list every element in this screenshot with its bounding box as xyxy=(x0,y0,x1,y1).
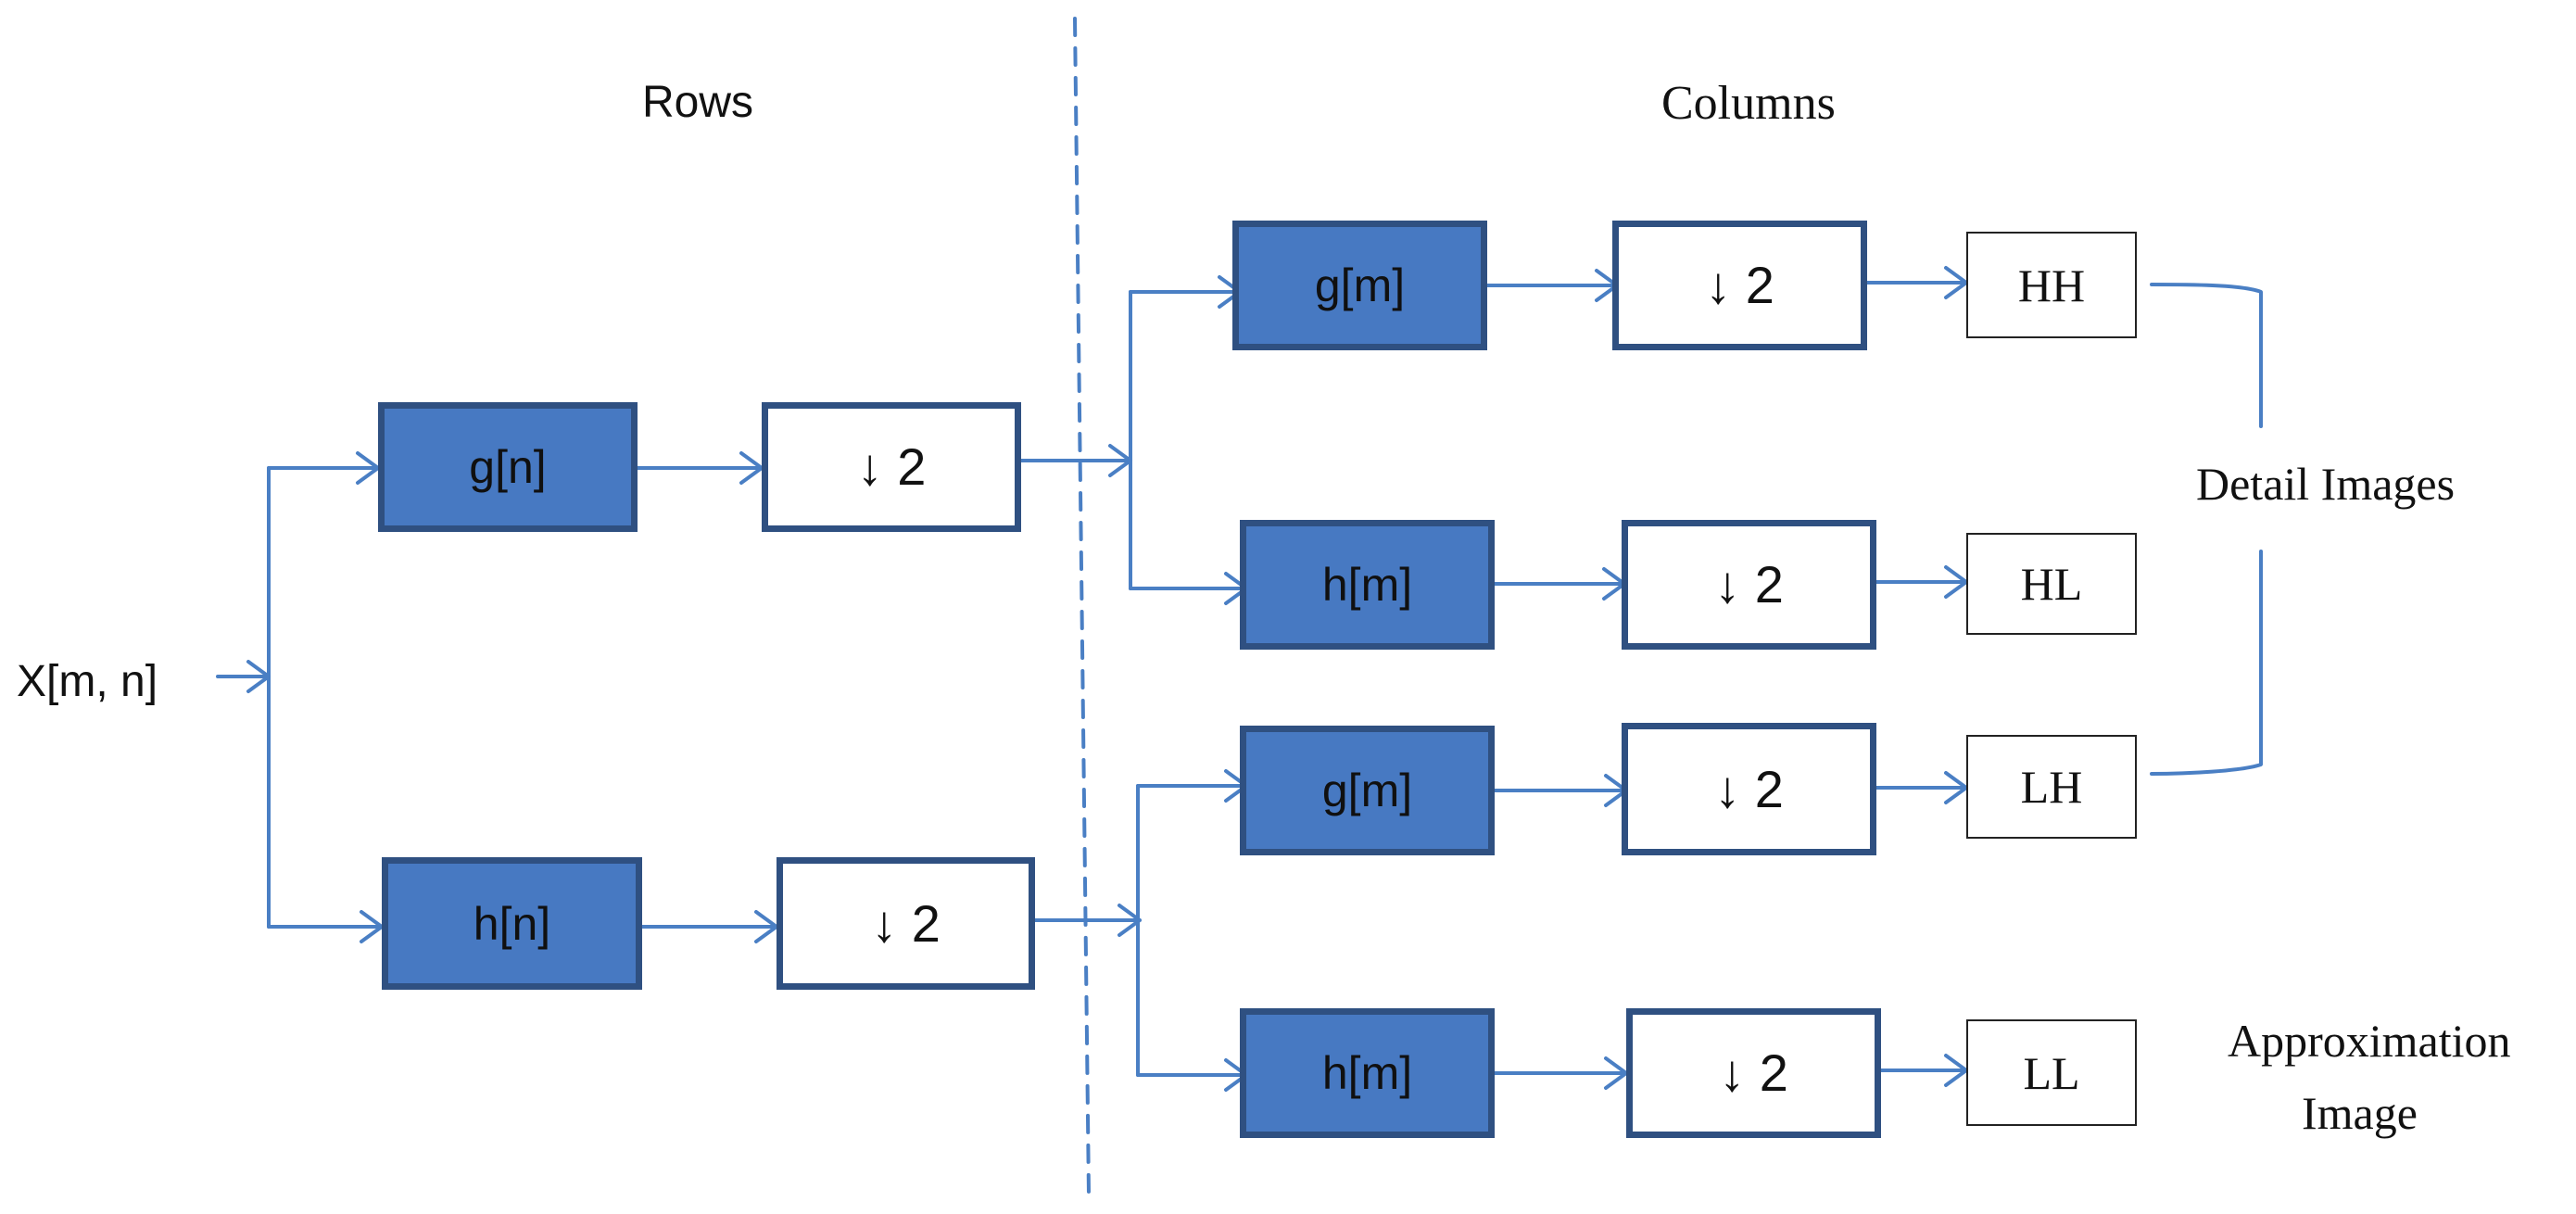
output-ll: LL xyxy=(1966,1019,2137,1126)
rows-heading: Rows xyxy=(642,78,754,127)
output-hh: HH xyxy=(1966,232,2137,338)
row-downsample-top-label: ↓ 2 xyxy=(856,437,927,496)
row-high-pass-label: g[n] xyxy=(469,441,547,493)
row-downsample-top: ↓ 2 xyxy=(762,402,1021,532)
arrow-to-h-m-hl xyxy=(1129,572,1248,605)
col-downsample-lh-label: ↓ 2 xyxy=(1714,759,1784,818)
col-downsample-hl: ↓ 2 xyxy=(1622,520,1876,650)
arrow-hh-filter-to-down xyxy=(1485,269,1619,302)
arrow-hl-down-to-output xyxy=(1875,565,1968,599)
col-filter-hh: g[m] xyxy=(1232,221,1487,350)
col-filter-hl: h[m] xyxy=(1240,520,1495,650)
arrow-hl-filter-to-down xyxy=(1493,567,1626,601)
detail-images-label: Detail Images xyxy=(2196,458,2456,510)
columns-heading: Columns xyxy=(1661,77,1836,130)
arrow-lh-filter-to-down xyxy=(1493,774,1628,807)
col-downsample-lh: ↓ 2 xyxy=(1622,723,1876,855)
col-filter-hl-label: h[m] xyxy=(1321,559,1413,611)
col-filter-lh-label: g[m] xyxy=(1321,765,1413,816)
col-downsample-ll-label: ↓ 2 xyxy=(1719,1043,1788,1102)
row-high-pass-filter: g[n] xyxy=(378,402,638,532)
row-downsample-bottom: ↓ 2 xyxy=(777,857,1035,990)
col-downsample-hh: ↓ 2 xyxy=(1612,221,1867,350)
detail-bracket-top xyxy=(2150,283,2263,428)
output-lh-label: LH xyxy=(2020,761,2083,813)
arrow-to-g-n xyxy=(267,451,380,485)
arrow-ll-down-to-output xyxy=(1879,1054,1968,1087)
input-signal-label: X[m, n] xyxy=(17,657,158,706)
col-filter-lh: g[m] xyxy=(1240,726,1495,855)
output-ll-label: LL xyxy=(2023,1046,2080,1099)
approximation-label-line2: Image xyxy=(2302,1087,2418,1139)
col-downsample-hh-label: ↓ 2 xyxy=(1705,256,1774,314)
row-low-pass-label: h[n] xyxy=(473,897,551,950)
input-arrow xyxy=(216,660,271,693)
arrow-ll-filter-to-down xyxy=(1493,1056,1628,1090)
output-hh-label: HH xyxy=(2017,259,2086,311)
row-downsample-bottom-label: ↓ 2 xyxy=(871,893,941,953)
row-low-pass-filter: h[n] xyxy=(382,857,642,990)
arrow-down-top-to-trunk xyxy=(1019,444,1132,477)
arrow-hh-down-to-output xyxy=(1865,266,1968,299)
stage-divider-line xyxy=(1073,17,1091,1197)
col-downsample-hl-label: ↓ 2 xyxy=(1714,555,1784,613)
arrow-to-g-m-lh xyxy=(1136,769,1248,803)
arrow-g-n-to-down xyxy=(636,451,764,485)
arrow-h-n-to-down xyxy=(640,910,778,943)
detail-bracket-bottom xyxy=(2150,550,2263,776)
approximation-label-line1: Approximation xyxy=(2228,1015,2511,1067)
arrow-to-h-n xyxy=(267,910,384,943)
output-hl: HL xyxy=(1966,533,2137,635)
arrow-lh-down-to-output xyxy=(1875,771,1968,804)
arrow-to-h-m-ll xyxy=(1136,1058,1248,1092)
arrow-down-bottom-to-trunk xyxy=(1033,904,1142,937)
col-filter-hh-label: g[m] xyxy=(1314,259,1406,311)
arrow-to-g-m-hh xyxy=(1129,275,1242,309)
col-filter-ll-label: h[m] xyxy=(1321,1047,1413,1099)
output-lh: LH xyxy=(1966,735,2137,839)
col-downsample-ll: ↓ 2 xyxy=(1626,1008,1881,1138)
output-hl-label: HL xyxy=(2020,558,2083,610)
col-filter-ll: h[m] xyxy=(1240,1008,1495,1138)
